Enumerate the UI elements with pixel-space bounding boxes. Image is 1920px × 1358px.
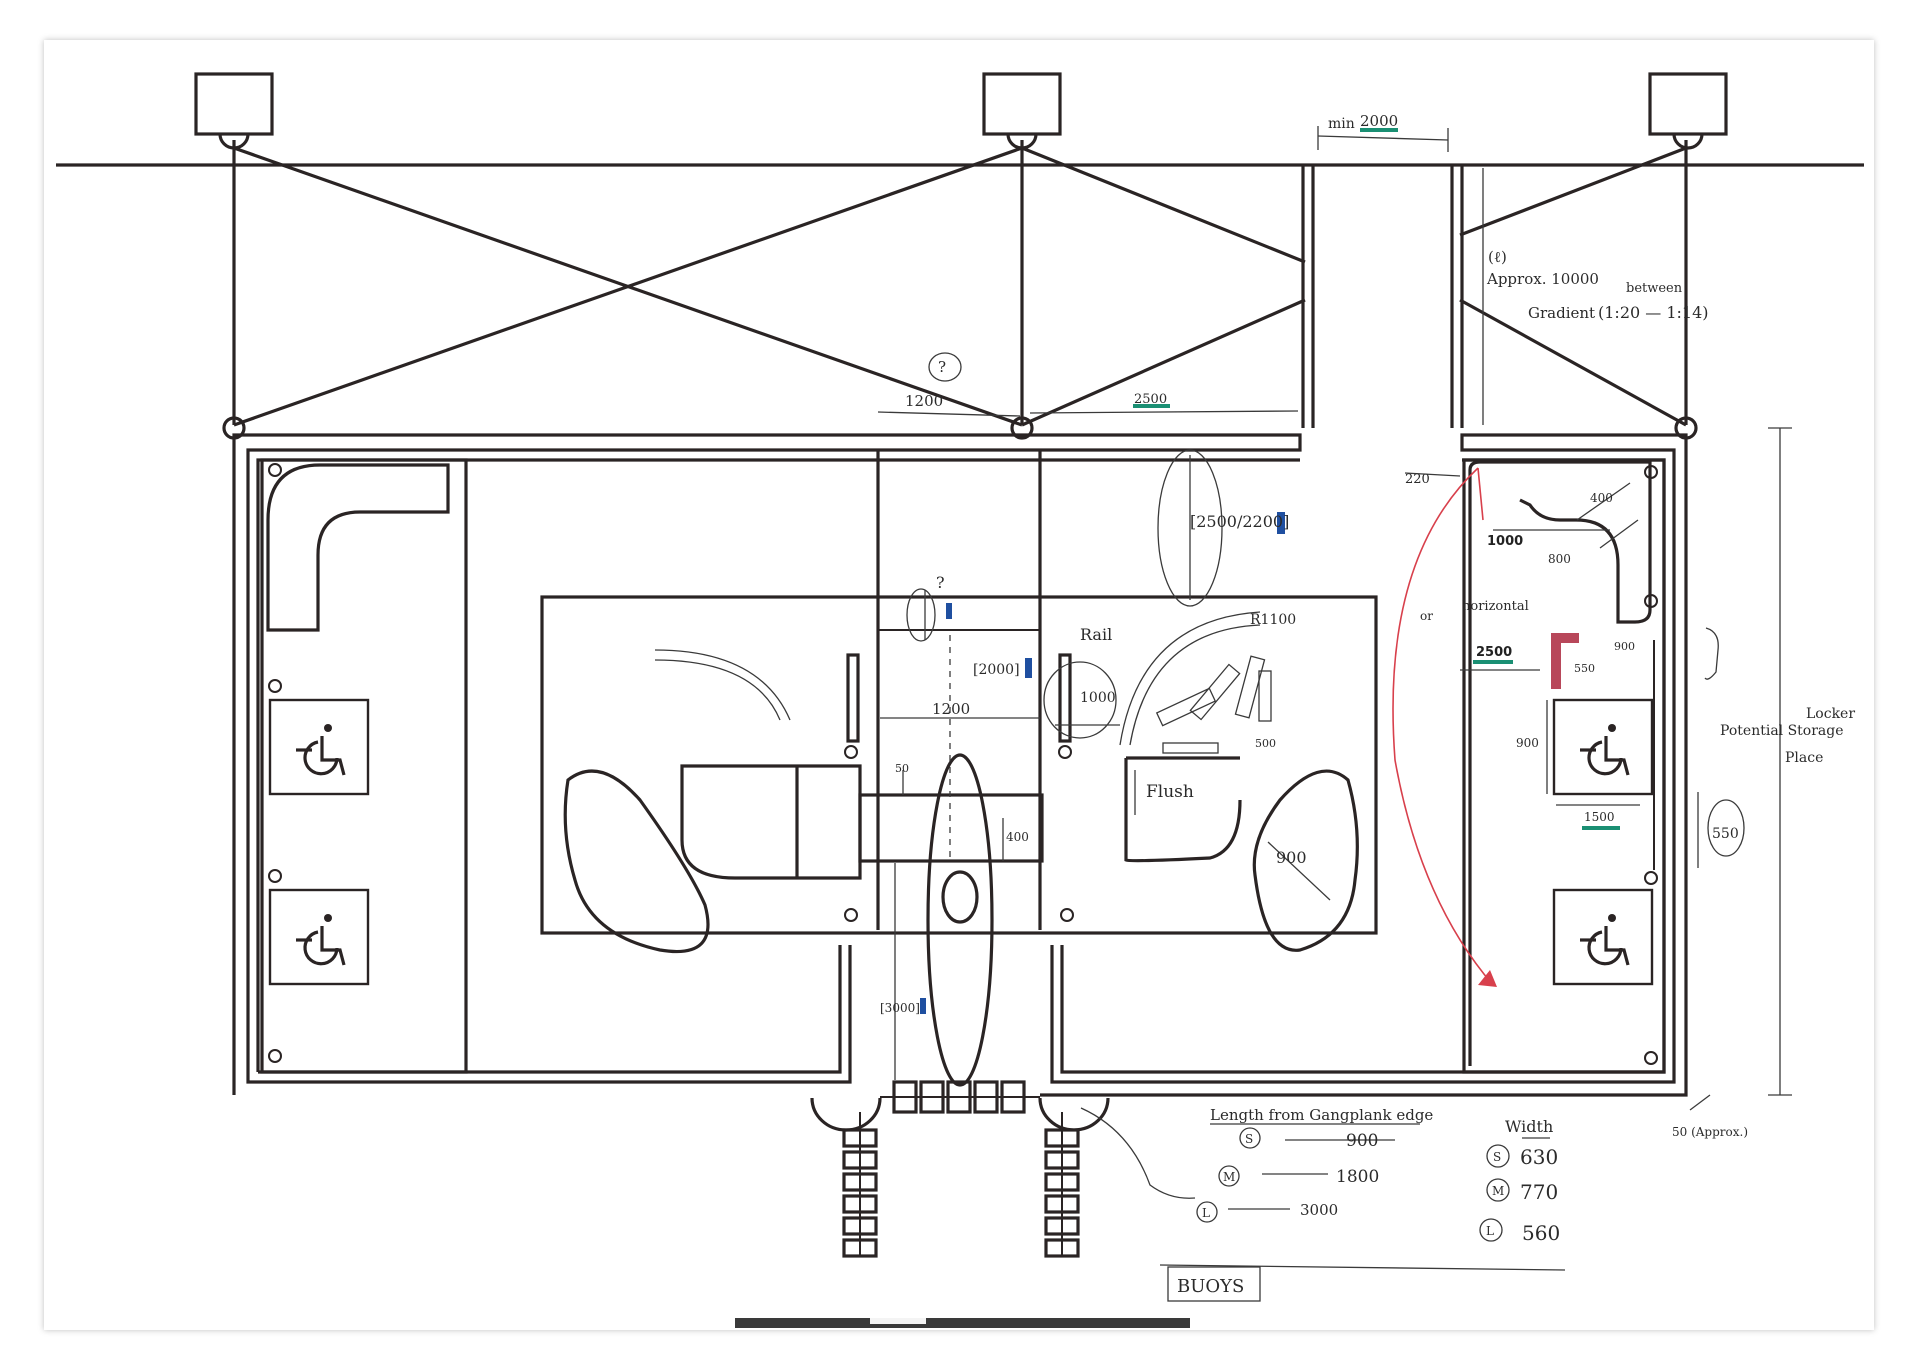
label-length-m: 1800	[1336, 1167, 1379, 1187]
label-gradient-value: (1:20 — 1:14)	[1598, 303, 1709, 322]
red-rail-mark	[1551, 633, 1561, 689]
right-counter	[1119, 611, 1359, 952]
wheelchair-icon	[1552, 888, 1654, 986]
anchor-block-right	[1648, 72, 1728, 150]
label-width-m-mark: M	[1492, 1184, 1504, 1198]
label-or: or	[1420, 609, 1433, 623]
red-arrow	[1392, 467, 1494, 986]
label-2000-mid: [2000]	[973, 662, 1020, 678]
label-length-l: 3000	[1300, 1201, 1338, 1219]
dimension-lines	[877, 126, 1792, 1271]
drawing-sheet: min 2000 (ℓ) Approx. 10000 Gradient betw…	[44, 40, 1874, 1330]
size-m-circle	[1218, 1165, 1240, 1187]
anchor-block-center	[982, 72, 1062, 150]
label-900-small: 900	[1614, 640, 1635, 653]
label-3000: [3000]	[880, 1001, 920, 1015]
wheelchair-icon	[268, 698, 370, 796]
label-locker: Locker	[1806, 706, 1855, 722]
label-2500-top: 2500	[1134, 392, 1167, 407]
buoys-box	[1167, 1266, 1261, 1302]
wheelchair-icon	[268, 888, 370, 986]
width-l-circle	[1479, 1218, 1503, 1242]
label-550: 550	[1574, 662, 1595, 675]
right-accessible-module	[1462, 458, 1666, 1074]
label-800: 800	[1548, 552, 1571, 566]
label-between: between	[1626, 281, 1683, 296]
label-width-l: 560	[1522, 1221, 1560, 1245]
red-rail-mark-top	[1551, 633, 1579, 643]
label-400: 400	[1590, 491, 1613, 505]
width-m-circle	[1486, 1178, 1510, 1202]
label-length-s: 900	[1346, 1131, 1378, 1151]
label-width-header: Width	[1505, 1117, 1553, 1136]
label-2500-right: 2500	[1476, 645, 1512, 660]
label-l-mark: (ℓ)	[1488, 248, 1507, 266]
label-potential-storage: Potential Storage	[1720, 723, 1844, 739]
label-220: 220	[1405, 472, 1430, 487]
label-buoys: BUOYS	[1177, 1276, 1244, 1297]
mooring-bracing	[222, 140, 1698, 440]
label-1000-mid: 1000	[1080, 690, 1116, 706]
red-arrow-tail	[1477, 467, 1484, 521]
label-s: S	[1245, 1132, 1253, 1146]
gangplank-edges	[1301, 165, 1464, 428]
label-length-header: Length from Gangplank edge	[1210, 1106, 1433, 1124]
label-1200-top: 1200	[905, 392, 943, 410]
label-approx-10000: Approx. 10000	[1486, 270, 1599, 288]
entrance-buoys	[810, 1080, 1110, 1258]
floor-plan-drawing: min 2000 (ℓ) Approx. 10000 Gradient betw…	[56, 72, 1864, 1302]
label-400-mid: 400	[1006, 830, 1029, 844]
tag-marker	[1025, 658, 1032, 678]
tag-marker	[1277, 512, 1285, 534]
label-900-kidney: 900	[1276, 848, 1307, 867]
anchor-block-left	[194, 72, 274, 150]
scroll-bar-track[interactable]	[735, 1318, 1190, 1328]
label-1500: 1500	[1584, 810, 1615, 824]
label-l: L	[1202, 1206, 1210, 1220]
label-width-m: 770	[1520, 1180, 1558, 1204]
label-width-s: 630	[1520, 1145, 1558, 1169]
label-900-vert: 900	[1516, 736, 1539, 750]
left-accessible-module	[260, 458, 468, 1074]
label-r1100: R1100	[1250, 612, 1296, 628]
size-s-circle	[1239, 1127, 1261, 1149]
label-550-ellipse: 550	[1712, 826, 1739, 842]
size-l-circle	[1196, 1201, 1218, 1223]
label-question-top: ?	[938, 358, 946, 376]
tag-marker	[920, 998, 926, 1014]
wheelchair-icon	[1552, 698, 1654, 796]
scroll-bar-thumb[interactable]	[870, 1318, 926, 1324]
label-500: 500	[1255, 737, 1276, 750]
label-width-l-mark: L	[1486, 1224, 1494, 1238]
label-rail: Rail	[1080, 625, 1112, 644]
central-enclosure	[540, 451, 1378, 1087]
label-50: 50	[895, 762, 909, 775]
label-place: Place	[1785, 750, 1823, 766]
label-min: min	[1328, 116, 1355, 132]
width-s-circle	[1486, 1144, 1510, 1168]
label-question-mid: ?	[936, 573, 945, 592]
label-1000: 1000	[1487, 534, 1523, 549]
label-flush: Flush	[1146, 782, 1194, 802]
tag-marker	[946, 603, 952, 619]
label-1200-mid: 1200	[932, 700, 970, 718]
label-m: M	[1223, 1170, 1235, 1184]
left-counter	[563, 649, 862, 953]
label-2500-2200: [2500/2200]	[1190, 512, 1289, 531]
red-arrowhead	[1478, 970, 1497, 987]
label-min-2000: 2000	[1360, 112, 1398, 130]
label-width-s-mark: S	[1493, 1150, 1501, 1164]
label-gradient: Gradient	[1528, 304, 1595, 322]
label-horizontal: horizontal	[1462, 599, 1529, 614]
label-50-approx: 50 (Approx.)	[1672, 1125, 1748, 1139]
